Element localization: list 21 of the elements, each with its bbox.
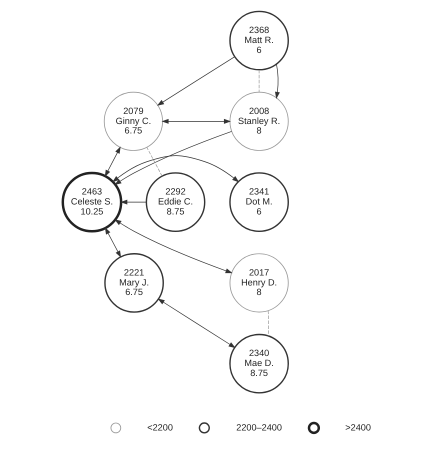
arrow (156, 56, 235, 106)
arrow (162, 118, 231, 124)
arrow (112, 155, 240, 182)
legend-label: 2200–2400 (236, 422, 282, 432)
connector (146, 147, 162, 176)
arrow (104, 227, 122, 258)
node-circle: 2368 Matt R. 6 (229, 10, 289, 70)
connector (268, 310, 269, 336)
node-circle: 2292 Eddie C. 8.75 (146, 172, 206, 232)
legend-label: >2400 (345, 422, 371, 432)
arrow (158, 298, 236, 348)
node-circle: 2341 Dot M. 6 (229, 172, 289, 232)
arrow (104, 146, 121, 177)
arrow (275, 64, 280, 99)
connector (258, 70, 260, 92)
legend-label: <2200 (147, 422, 173, 432)
node-circle: 2017 Henry D. 8 (230, 253, 289, 312)
node-circle: 2079 Ginny C. 6.75 (104, 92, 163, 151)
arrow (114, 219, 233, 274)
arrow (114, 131, 232, 186)
arrow (120, 200, 147, 205)
